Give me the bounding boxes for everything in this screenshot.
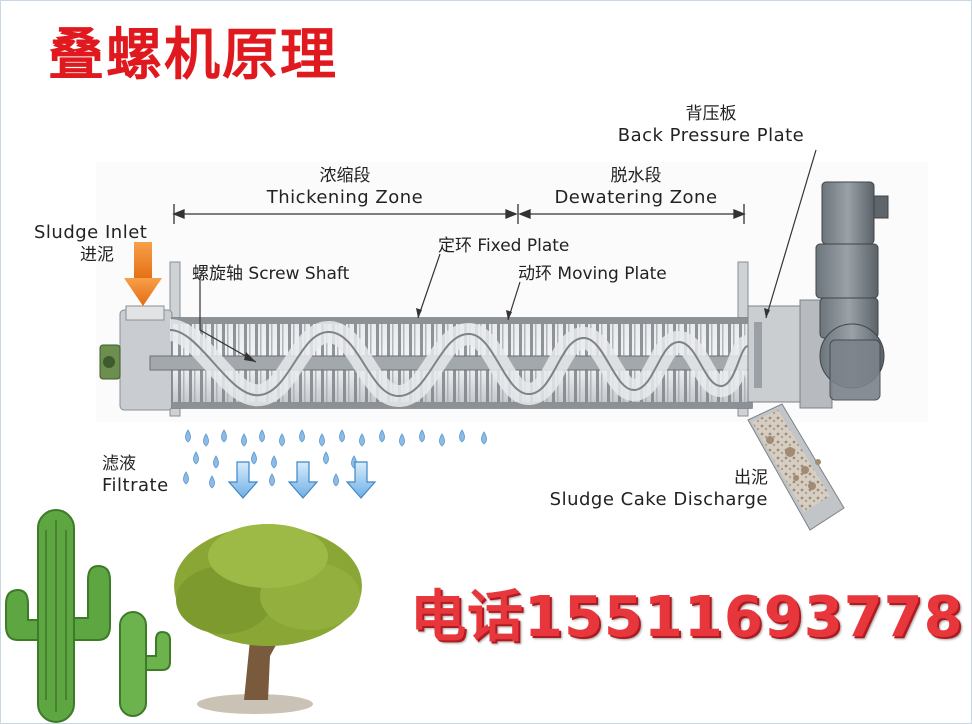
screw-shaft-label: 螺旋轴 Screw Shaft (192, 264, 350, 284)
discharge-chute (747, 403, 845, 531)
cactus-illustration (5, 509, 171, 723)
moving-plate-label: 动环 Moving Plate (518, 264, 667, 284)
filtrate-droplets (183, 429, 487, 489)
screw-shaft (149, 319, 755, 407)
sludge-cake-discharge-label: 出泥 Sludge Cake Discharge (549, 468, 768, 511)
page-title: 叠螺机原理 (48, 23, 338, 88)
phone-number: 电话15511693778 (410, 585, 964, 650)
sludge-inlet-label: Sludge Inlet 进泥 (34, 222, 148, 265)
dewatering-zone-label: 脱水段 Dewatering Zone (554, 166, 718, 209)
thickening-zone-label: 浓缩段 Thickening Zone (266, 166, 424, 209)
fixed-plate-label: 定环 Fixed Plate (438, 236, 570, 256)
tree-illustration (174, 524, 362, 714)
back-pressure-plate-label: 背压板 Back Pressure Plate (617, 104, 805, 147)
sludge-inlet-arrow-icon (124, 242, 162, 306)
filtrate-arrow-icon (227, 461, 377, 499)
zone-dimension-lines (172, 204, 746, 224)
drive-motor (815, 181, 889, 401)
filtrate-label: 滤液 Filtrate (102, 454, 169, 497)
